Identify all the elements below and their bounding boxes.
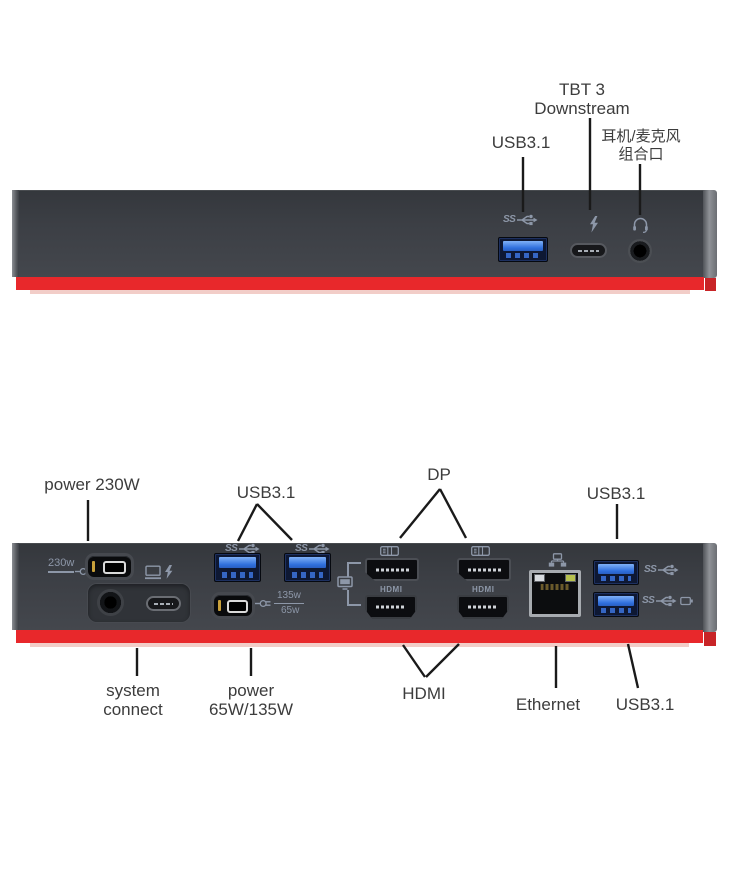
thunderbolt-icon bbox=[588, 216, 600, 235]
ethernet-led bbox=[534, 574, 545, 582]
leader-line bbox=[399, 488, 441, 539]
label-front-usb31: USB3.1 bbox=[491, 133, 551, 152]
displayport-logo-icon bbox=[380, 546, 399, 556]
power-65w-135w-port bbox=[214, 595, 252, 616]
power-pin bbox=[218, 600, 221, 611]
ethernet-pins bbox=[540, 584, 570, 590]
system-connect-usb-c-port bbox=[146, 596, 181, 611]
ethernet-port bbox=[529, 570, 581, 617]
power-slot bbox=[103, 561, 126, 574]
barrel-jack bbox=[97, 589, 124, 616]
leader-line bbox=[425, 643, 460, 678]
headset-icon bbox=[632, 217, 649, 233]
label-power-65w-135w-line2: 65W/135W bbox=[208, 700, 294, 719]
label-tbt3-line2: Downstream bbox=[534, 99, 630, 118]
label-power-65w-135w-line1: power bbox=[227, 681, 275, 700]
label-system-connect-line1: system bbox=[106, 681, 160, 700]
label-power-230w: power 230W bbox=[44, 475, 140, 494]
dp-port-1 bbox=[365, 558, 419, 581]
usb-tongue bbox=[598, 564, 634, 574]
power-slot bbox=[227, 600, 248, 613]
usb-a-port-rear-4 bbox=[593, 592, 639, 617]
label-hdmi: HDMI bbox=[402, 684, 446, 703]
label-ethernet: Ethernet bbox=[515, 695, 581, 714]
hdmi-port-label: HDMI bbox=[380, 585, 403, 594]
thunderbolt-usb-c-port bbox=[570, 243, 607, 258]
usb-a-port-rear-2 bbox=[284, 553, 331, 582]
label-dp: DP bbox=[427, 465, 451, 484]
ethernet-led bbox=[565, 574, 576, 582]
leader-line bbox=[402, 644, 426, 678]
hdmi-port-1 bbox=[365, 595, 417, 619]
network-icon bbox=[548, 553, 567, 568]
display-bracket-bottom bbox=[347, 590, 361, 606]
rear-right-bevel bbox=[703, 543, 717, 632]
usb-pins bbox=[222, 572, 253, 578]
front-left-bevel bbox=[12, 190, 19, 277]
front-red-stripe bbox=[16, 277, 704, 294]
leader-line bbox=[236, 503, 259, 542]
display-bracket-top bbox=[347, 562, 361, 577]
superspeed-usb-icon: SS bbox=[225, 543, 260, 555]
usb-pins bbox=[601, 607, 631, 613]
superspeed-usb-icon: SS bbox=[295, 543, 330, 555]
label-rear-usb31-left: USB3.1 bbox=[236, 483, 296, 502]
dp-port-2 bbox=[457, 558, 511, 581]
power-230w-port bbox=[88, 556, 131, 577]
rear-view-dock: 230w SS SS 135w 65w bbox=[12, 543, 703, 630]
usb-tongue bbox=[219, 557, 256, 569]
leader-line bbox=[626, 643, 640, 689]
leader-line bbox=[256, 503, 293, 541]
rear-red-stripe bbox=[16, 630, 703, 647]
usb-tongue bbox=[289, 557, 326, 569]
usb-tongue bbox=[503, 241, 543, 251]
label-rear-usb31-bottom: USB3.1 bbox=[615, 695, 675, 714]
usb-tongue bbox=[598, 596, 634, 606]
front-view-dock: SS bbox=[12, 190, 704, 277]
label-headset-line2: 组合口 bbox=[618, 146, 664, 163]
usb-pins bbox=[506, 252, 540, 258]
label-rear-usb31-right: USB3.1 bbox=[586, 484, 646, 503]
displayport-logo-icon bbox=[471, 546, 490, 556]
label-tbt3-line1: TBT 3 bbox=[559, 80, 605, 99]
face-text-135w-65w: 135w 65w bbox=[255, 591, 304, 616]
face-text-230w: 230w bbox=[48, 558, 92, 576]
usb-a-port-front bbox=[498, 237, 548, 262]
front-right-bevel bbox=[703, 190, 717, 278]
usb-pins bbox=[601, 575, 631, 581]
leader-line bbox=[438, 488, 468, 539]
power-pin bbox=[92, 561, 95, 572]
superspeed-usb-icon: SS bbox=[644, 564, 679, 576]
usb-a-port-rear-3 bbox=[593, 560, 639, 585]
laptop-lightning-icon bbox=[145, 565, 175, 581]
hdmi-port-2 bbox=[457, 595, 509, 619]
plug-icon bbox=[255, 598, 272, 609]
label-headset-line1: 耳机/麦克风 bbox=[601, 128, 681, 145]
front-red-stripe-end bbox=[705, 278, 716, 291]
rear-red-stripe-end bbox=[704, 632, 716, 646]
hdmi-port-label: HDMI bbox=[472, 585, 495, 594]
rear-left-bevel bbox=[12, 543, 19, 630]
superspeed-usb-icon: SS bbox=[503, 214, 538, 226]
usb-pins bbox=[292, 572, 323, 578]
label-system-connect-line2: connect bbox=[103, 700, 163, 719]
superspeed-usb-charging-icon: SS bbox=[642, 595, 694, 607]
monitor-icon bbox=[337, 576, 353, 590]
system-connect-recess bbox=[88, 584, 190, 622]
audio-combo-jack bbox=[628, 239, 652, 263]
usb-a-port-rear-1 bbox=[214, 553, 261, 582]
